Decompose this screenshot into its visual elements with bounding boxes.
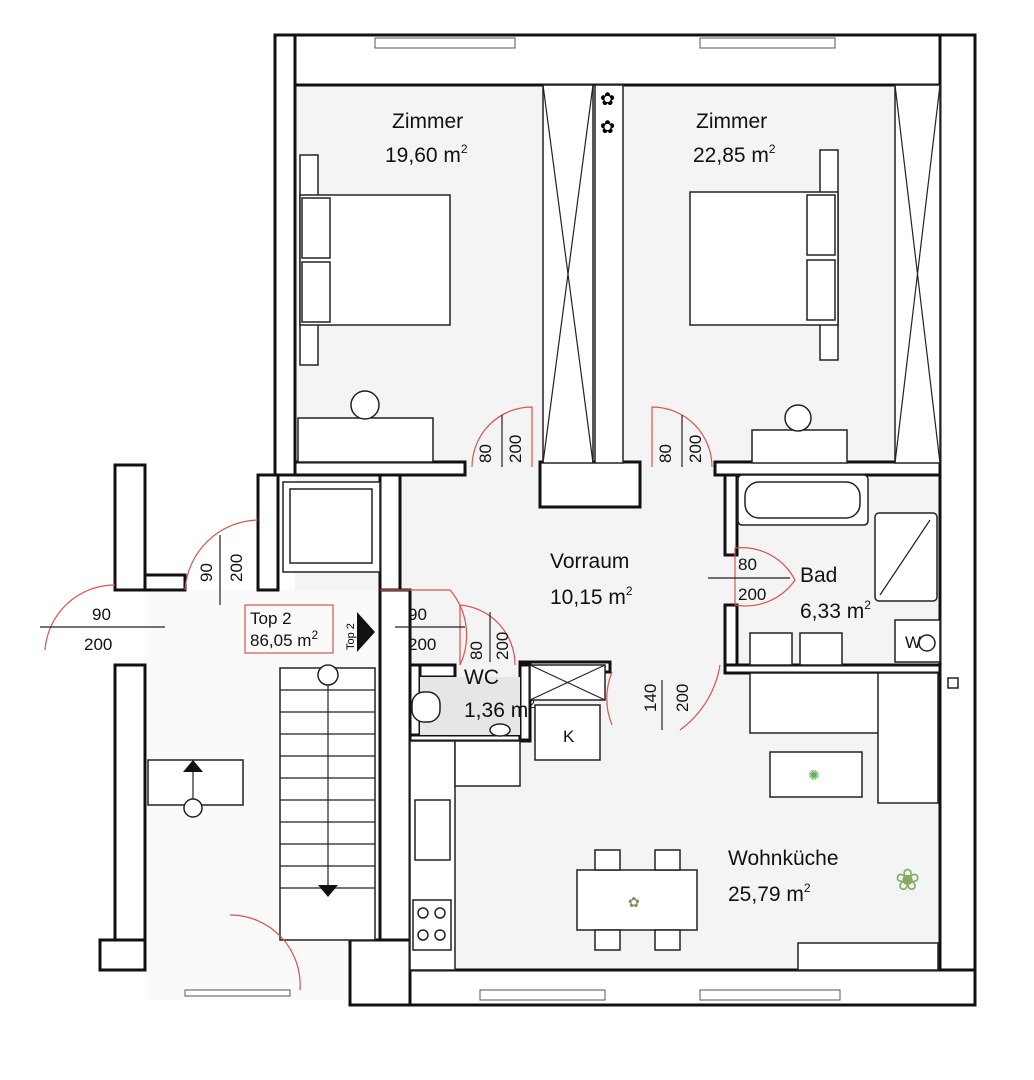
room-area-wc: 1,36 m2 [464, 697, 535, 722]
room-name-vorraum: Vorraum [550, 550, 629, 573]
entrance-arrow-icon [357, 612, 375, 652]
sink-1 [749, 632, 793, 666]
unit-name: Top 2 [250, 609, 292, 628]
svg-text:200: 200 [84, 635, 112, 654]
svg-text:200: 200 [738, 585, 766, 604]
chair-icon [784, 404, 812, 432]
fridge-label: K [563, 727, 575, 746]
svg-text:200: 200 [673, 684, 692, 712]
doors [44, 406, 796, 991]
washing-machine-label: W [905, 633, 921, 652]
washing-machine [894, 619, 941, 663]
dimension-lines [40, 415, 790, 730]
svg-text:200: 200 [227, 554, 246, 582]
svg-text:90: 90 [408, 605, 427, 624]
sideboard [797, 942, 939, 971]
svg-text:80: 80 [467, 641, 486, 660]
entrance-label: Top 2 [345, 623, 357, 650]
room-name-bad: Bad [800, 564, 837, 587]
svg-text:200: 200 [506, 435, 525, 463]
svg-text:200: 200 [686, 435, 705, 463]
toilet [411, 691, 441, 723]
svg-text:80: 80 [476, 444, 495, 463]
room-name-zimmer-2: Zimmer [696, 110, 767, 133]
staircase [147, 664, 376, 941]
door-dimensions: 80 200 80 200 80 200 80 200 90 200 90 20… [84, 435, 766, 712]
plant-icon: ✺ [808, 767, 820, 783]
plant-icon: ✿ [628, 894, 640, 910]
plant-shelf [594, 84, 624, 464]
bed-1 [299, 154, 451, 366]
sofa [749, 672, 939, 804]
plant-icon: ❀ [895, 864, 920, 897]
svg-text:90: 90 [92, 605, 111, 624]
outlet [947, 677, 959, 689]
svg-text:140: 140 [641, 684, 660, 712]
bed-2 [689, 149, 839, 361]
svg-text:80: 80 [656, 444, 675, 463]
room-area-wohnkueche: 25,79 m2 [728, 881, 811, 906]
windows [184, 37, 841, 1001]
room-area-zimmer-1: 19,60 m2 [385, 142, 468, 167]
plant-icon: ✿ [600, 89, 615, 109]
fridge [534, 704, 601, 761]
chair-icon [350, 390, 380, 420]
room-labels: Zimmer 19,60 m2 Zimmer 22,85 m2 Vorraum … [385, 110, 871, 906]
wardrobe-2 [894, 84, 941, 464]
room-name-wc: WC [464, 666, 499, 689]
unit-area: 86,05 m2 [250, 628, 318, 650]
room-area-bad: 6,33 m2 [800, 598, 871, 623]
room-area-zimmer-2: 22,85 m2 [693, 142, 776, 167]
plant-icon: ✿ [600, 117, 615, 137]
dresser [751, 429, 848, 464]
svg-text:80: 80 [738, 555, 757, 574]
desk [297, 417, 434, 463]
svg-text:90: 90 [197, 563, 216, 582]
wc-sink [489, 723, 511, 737]
unit-label-box [244, 604, 334, 654]
room-name-wohnkueche: Wohnküche [728, 847, 839, 870]
sink-2 [799, 632, 843, 666]
wardrobe-1 [542, 84, 594, 464]
dining-table [576, 869, 698, 931]
svg-text:200: 200 [493, 632, 512, 660]
walls [98, 33, 977, 1007]
kitchen-counter [409, 740, 521, 971]
room-name-zimmer-1: Zimmer [392, 110, 463, 133]
room-area-vorraum: 10,15 m2 [550, 584, 633, 609]
svg-text:200: 200 [408, 635, 436, 654]
